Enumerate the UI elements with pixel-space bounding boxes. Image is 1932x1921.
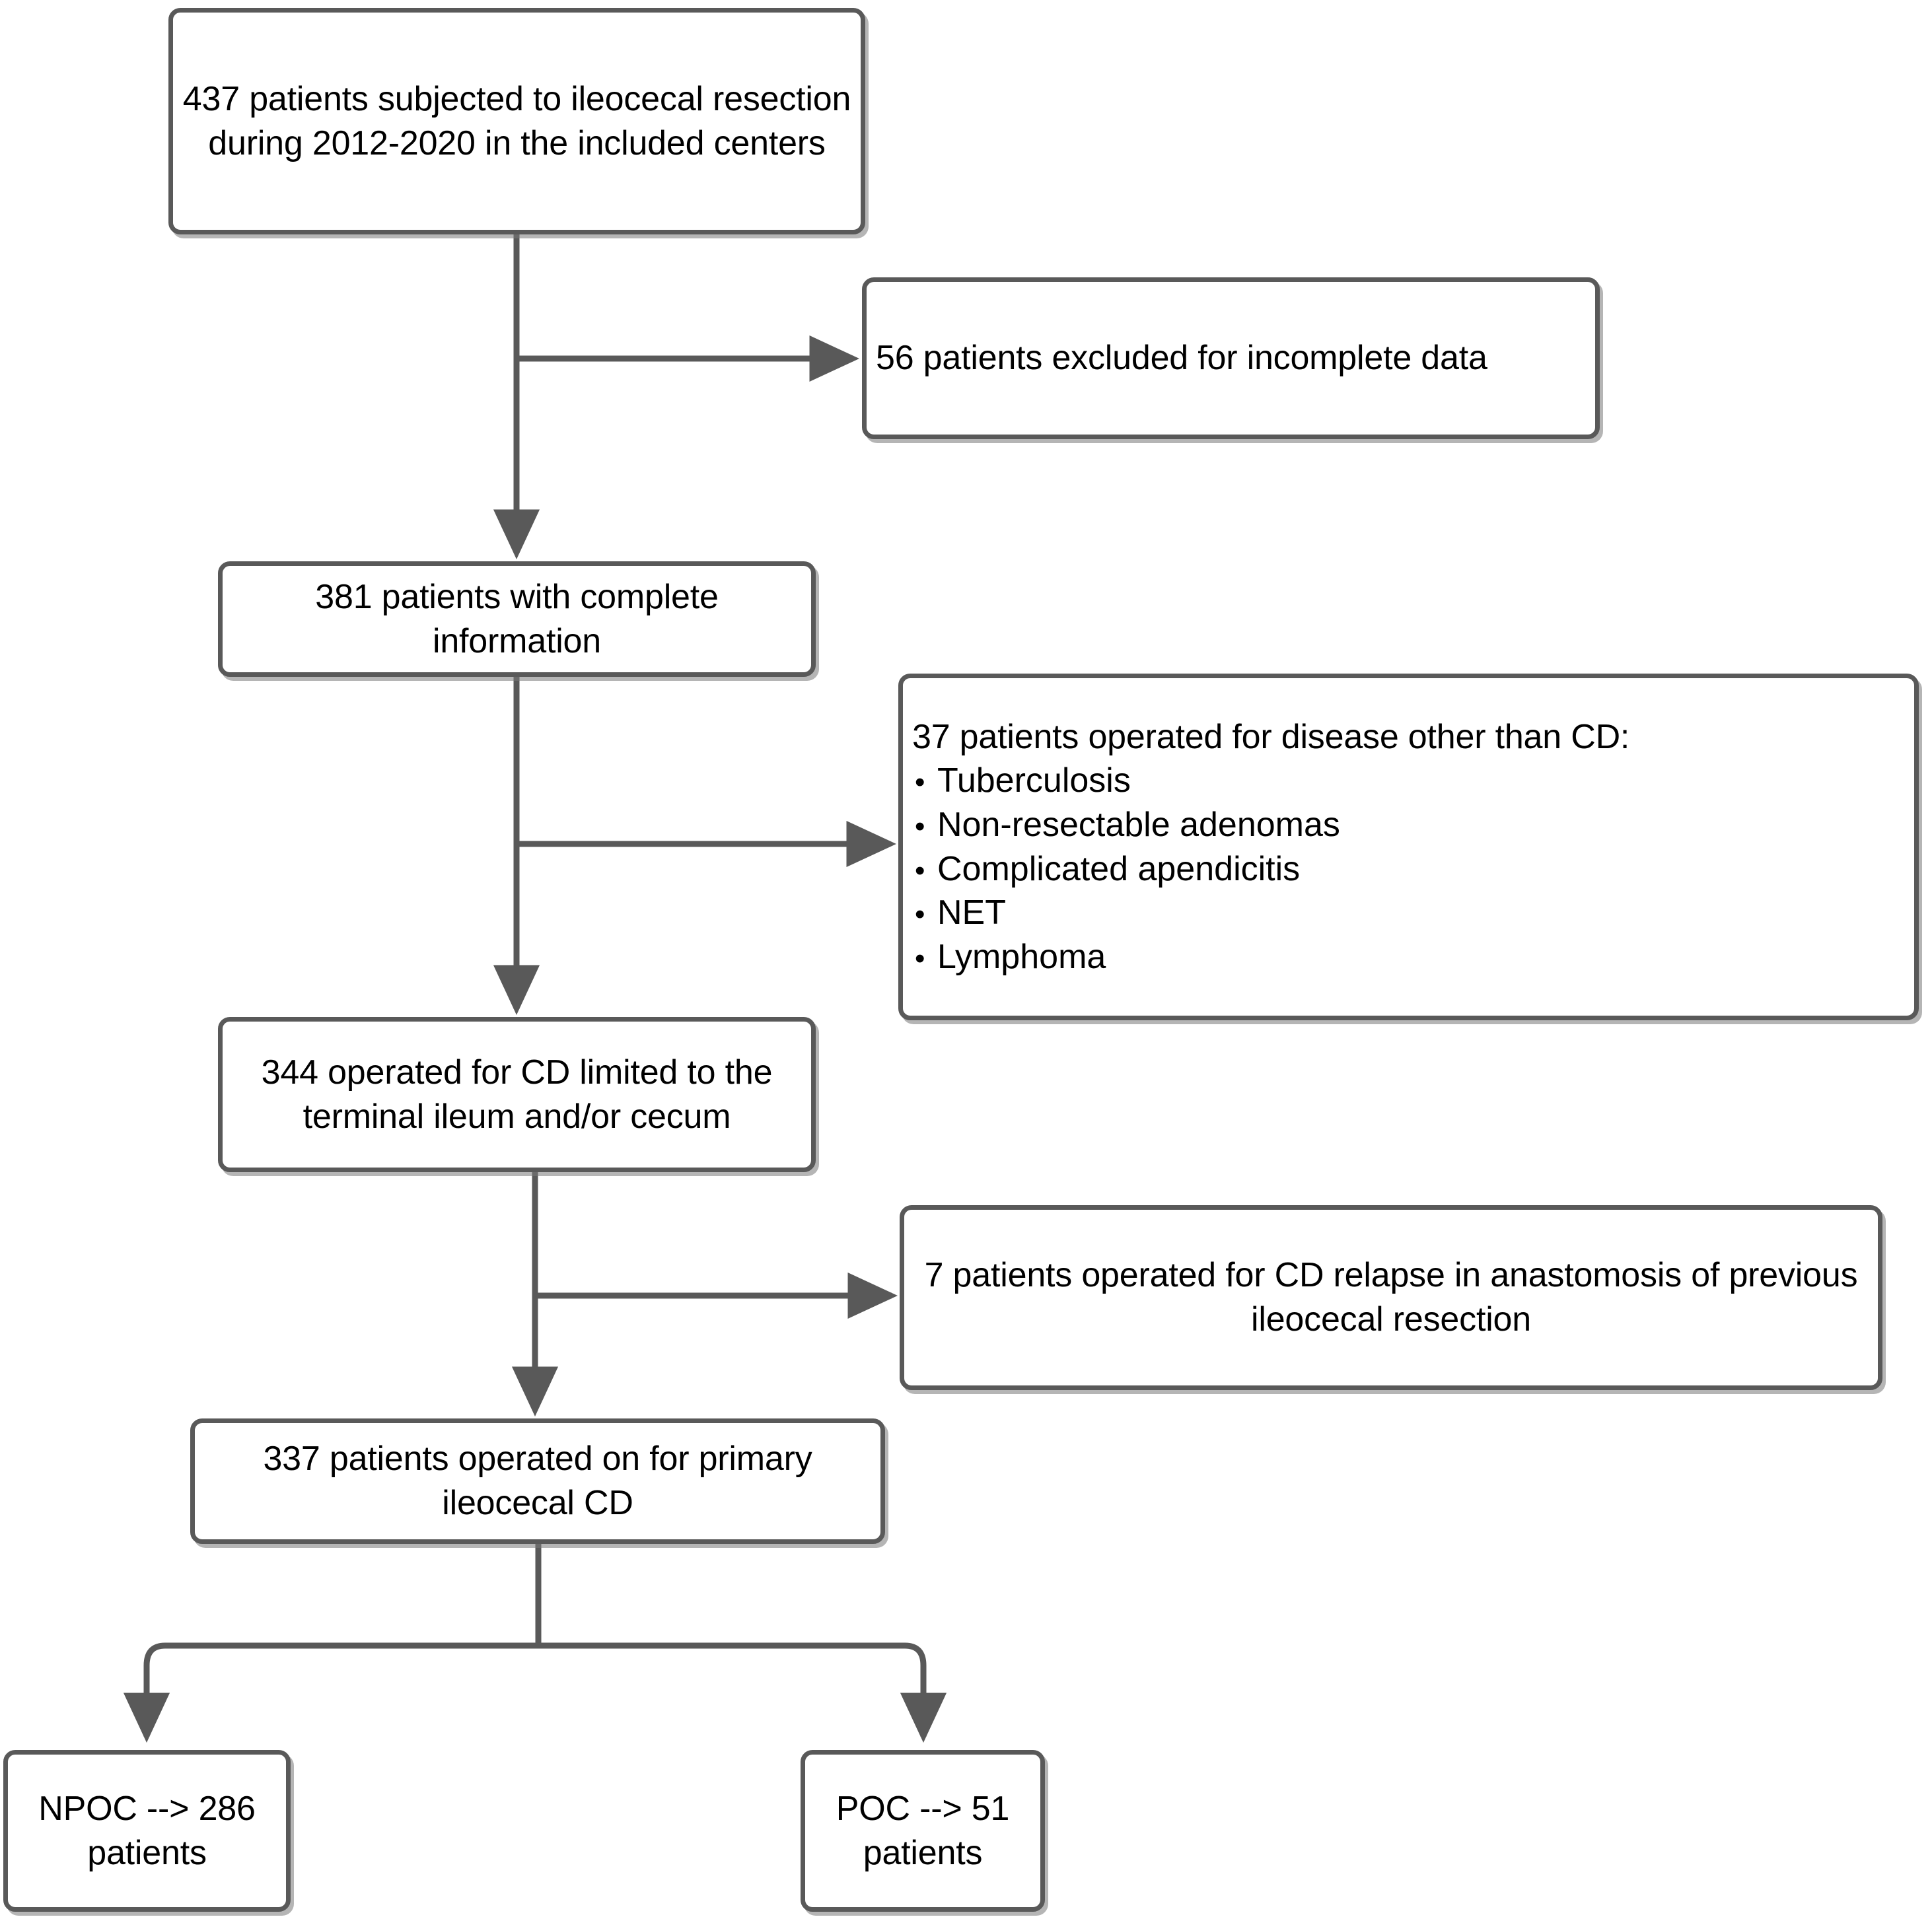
list-item: NET xyxy=(912,891,1905,935)
node-primary-ileocecal-cd-337: 337 patients operated on for primary ile… xyxy=(190,1418,885,1544)
node-poc-group: POC --> 51 patients xyxy=(801,1750,1045,1912)
node-npoc-group: NPOC --> 286 patients xyxy=(3,1750,291,1912)
node-enrolled-437: 437 patients subjected to ileocecal rese… xyxy=(168,8,865,234)
node-cd-limited-terminal-ileum-344: 344 operated for CD limited to the termi… xyxy=(218,1017,816,1172)
node-npoc-group-label: NPOC --> 286 patients xyxy=(38,1789,256,1872)
node-excluded-relapse-7-label: 7 patients operated for CD relapse in an… xyxy=(924,1256,1858,1339)
node-excluded-other-disease-37-heading: 37 patients operated for disease other t… xyxy=(912,717,1630,756)
node-excluded-incomplete-56-label: 56 patients excluded for incomplete data xyxy=(876,339,1487,378)
node-excluded-incomplete-56: 56 patients excluded for incomplete data xyxy=(862,277,1600,439)
node-complete-information-381: 381 patients with complete information xyxy=(218,561,816,677)
edge-split-to-poc xyxy=(538,1642,947,1743)
node-cd-limited-terminal-ileum-344-label: 344 operated for CD limited to the termi… xyxy=(261,1053,773,1136)
edge-split-to-npoc xyxy=(123,1642,538,1743)
node-enrolled-437-label: 437 patients subjected to ileocecal rese… xyxy=(182,79,851,162)
list-item: Lymphoma xyxy=(912,935,1905,979)
list-item: Complicated apendicitis xyxy=(912,847,1905,891)
list-item: Tuberculosis xyxy=(912,759,1905,803)
node-primary-ileocecal-cd-337-label: 337 patients operated on for primary ile… xyxy=(263,1440,812,1522)
node-complete-information-381-label: 381 patients with complete information xyxy=(315,577,719,660)
node-poc-group-label: POC --> 51 patients xyxy=(836,1789,1010,1872)
node-excluded-other-disease-37-list: Tuberculosis Non-resectable adenomas Com… xyxy=(903,759,1914,979)
list-item: Non-resectable adenomas xyxy=(912,803,1905,847)
node-excluded-relapse-7: 7 patients operated for CD relapse in an… xyxy=(900,1205,1882,1390)
node-excluded-other-disease-37: 37 patients operated for disease other t… xyxy=(898,674,1919,1020)
